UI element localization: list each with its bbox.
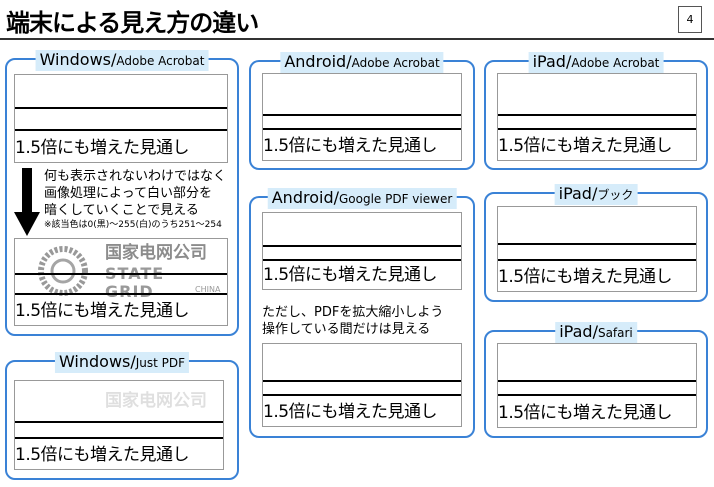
line (498, 259, 696, 261)
line (263, 394, 461, 396)
note-line: 暗くしていくことで見える (44, 203, 199, 218)
watermark-en: STATE GRID (105, 264, 165, 301)
app-label: Adobe Acrobat (351, 56, 440, 70)
line (263, 128, 461, 130)
line (263, 114, 461, 116)
panel-windows-justpdf: Windows/Just PDF (5, 352, 239, 480)
app-label: Safari (597, 326, 633, 340)
line (263, 259, 461, 261)
page-title: 端末による見え方の違い (6, 9, 259, 37)
sample-text: 1.5倍にも増えた見通し (498, 403, 673, 423)
panel-label: iPad/ブック (554, 184, 638, 205)
sample-text: 1.5倍にも増えた見通し (15, 445, 190, 465)
state-grid-watermark: 国家电网公司 STATE GRID CHINA (35, 243, 220, 301)
sample-text: 1.5倍にも増えた見通し (263, 265, 438, 285)
os-label: Android (271, 188, 334, 207)
os-label: Windows (39, 50, 111, 69)
panel-label: iPad/Adobe Acrobat (528, 52, 664, 73)
sample-text: 1.5倍にも増えた見通し (15, 301, 190, 321)
line (498, 114, 696, 116)
line (263, 245, 461, 247)
panel-label: iPad/Safari (555, 322, 637, 343)
note-line: ただし、PDFを拡大縮小しよう (262, 305, 444, 320)
sample-text: 1.5倍にも増えた見通し (263, 402, 438, 422)
sample-blank: 1.5倍にも増えた見通し (262, 212, 462, 290)
os-label: iPad (559, 322, 593, 341)
os-label: iPad (532, 52, 566, 71)
panel-label: Android/Google PDF viewer (267, 188, 457, 209)
state-grid-logo-icon (38, 246, 88, 296)
panel-windows-acrobat: Windows/Adobe Acrobat (5, 50, 239, 336)
line (15, 437, 223, 439)
watermark-sub: CHINA (195, 285, 221, 294)
windows-explanation: 何も表示されないわけではなく 画像処理によって白い部分を 暗くしていくことで見え… (44, 168, 226, 231)
sample-faint: 1.5倍にも増えた見通し (497, 73, 697, 161)
panel-label: Android/Adobe Acrobat (280, 52, 444, 73)
app-label: Just PDF (135, 356, 186, 370)
sample-text: 1.5倍にも増えた見通し (498, 136, 673, 156)
panel-label: Windows/Adobe Acrobat (35, 50, 209, 71)
panel-android-google: Android/Google PDF viewer (249, 188, 475, 438)
state-grid-watermark: 国家电网公司 (35, 385, 215, 441)
panel-ipad-safari: iPad/Safari (484, 322, 708, 438)
watermark-cn: 国家电网公司 (105, 391, 207, 411)
page-number: 4 (678, 6, 702, 33)
os-label: Windows (58, 352, 131, 371)
sample-text: 1.5倍にも増えた見通し (15, 138, 190, 158)
down-arrow-icon (14, 168, 40, 236)
watermark-cn: 国家电网公司 (105, 243, 207, 263)
android-explanation: ただし、PDFを拡大縮小しよう 操作している間だけは見える (262, 304, 443, 338)
sample-faint: 国家电网公司 1.5倍にも増えた見通し (14, 380, 224, 470)
sample-faint: 1.5倍にも増えた見通し (497, 206, 697, 292)
app-label: Google PDF viewer (338, 192, 453, 206)
sample-faint: 1.5倍にも増えた見通し (262, 73, 462, 161)
app-label: Adobe Acrobat (116, 54, 205, 68)
line (498, 128, 696, 130)
sample-blank: 1.5倍にも増えた見通し (14, 74, 228, 163)
panel-ipad-book: iPad/ブック (484, 184, 708, 302)
panel-android-acrobat: Android/Adobe Acrobat (249, 52, 475, 170)
line (15, 293, 227, 295)
panel-ipad-acrobat: iPad/Adobe Acrobat (484, 52, 708, 170)
os-label: iPad (558, 184, 592, 203)
footnote: ※該当色は0(黒)〜255(白)のうち251〜254 (44, 220, 222, 230)
app-label: Adobe Acrobat (571, 56, 660, 70)
sample-enhanced: 国家电网公司 STATE GRID CHINA 1.5倍にも増えた見通し (14, 238, 228, 326)
sample-text: 1.5倍にも増えた見通し (498, 267, 673, 287)
note-line: 画像処理によって白い部分を (44, 186, 212, 201)
sample-faint: 1.5倍にも増えた見通し (262, 343, 462, 427)
line (15, 129, 227, 131)
title-divider (0, 38, 714, 40)
line (15, 421, 223, 423)
line (498, 394, 696, 396)
line (498, 380, 696, 382)
note-line: 操作している間だけは見える (262, 322, 431, 337)
app-label: ブック (597, 188, 634, 202)
note-line: 何も表示されないわけではなく (44, 169, 227, 184)
os-label: Android (284, 52, 347, 71)
sample-text: 1.5倍にも増えた見通し (263, 136, 438, 156)
line (15, 107, 227, 109)
panel-label: Windows/Just PDF (54, 352, 190, 373)
line (263, 380, 461, 382)
line (15, 273, 227, 275)
sample-faint: 1.5倍にも増えた見通し (497, 343, 697, 428)
line (498, 243, 696, 245)
